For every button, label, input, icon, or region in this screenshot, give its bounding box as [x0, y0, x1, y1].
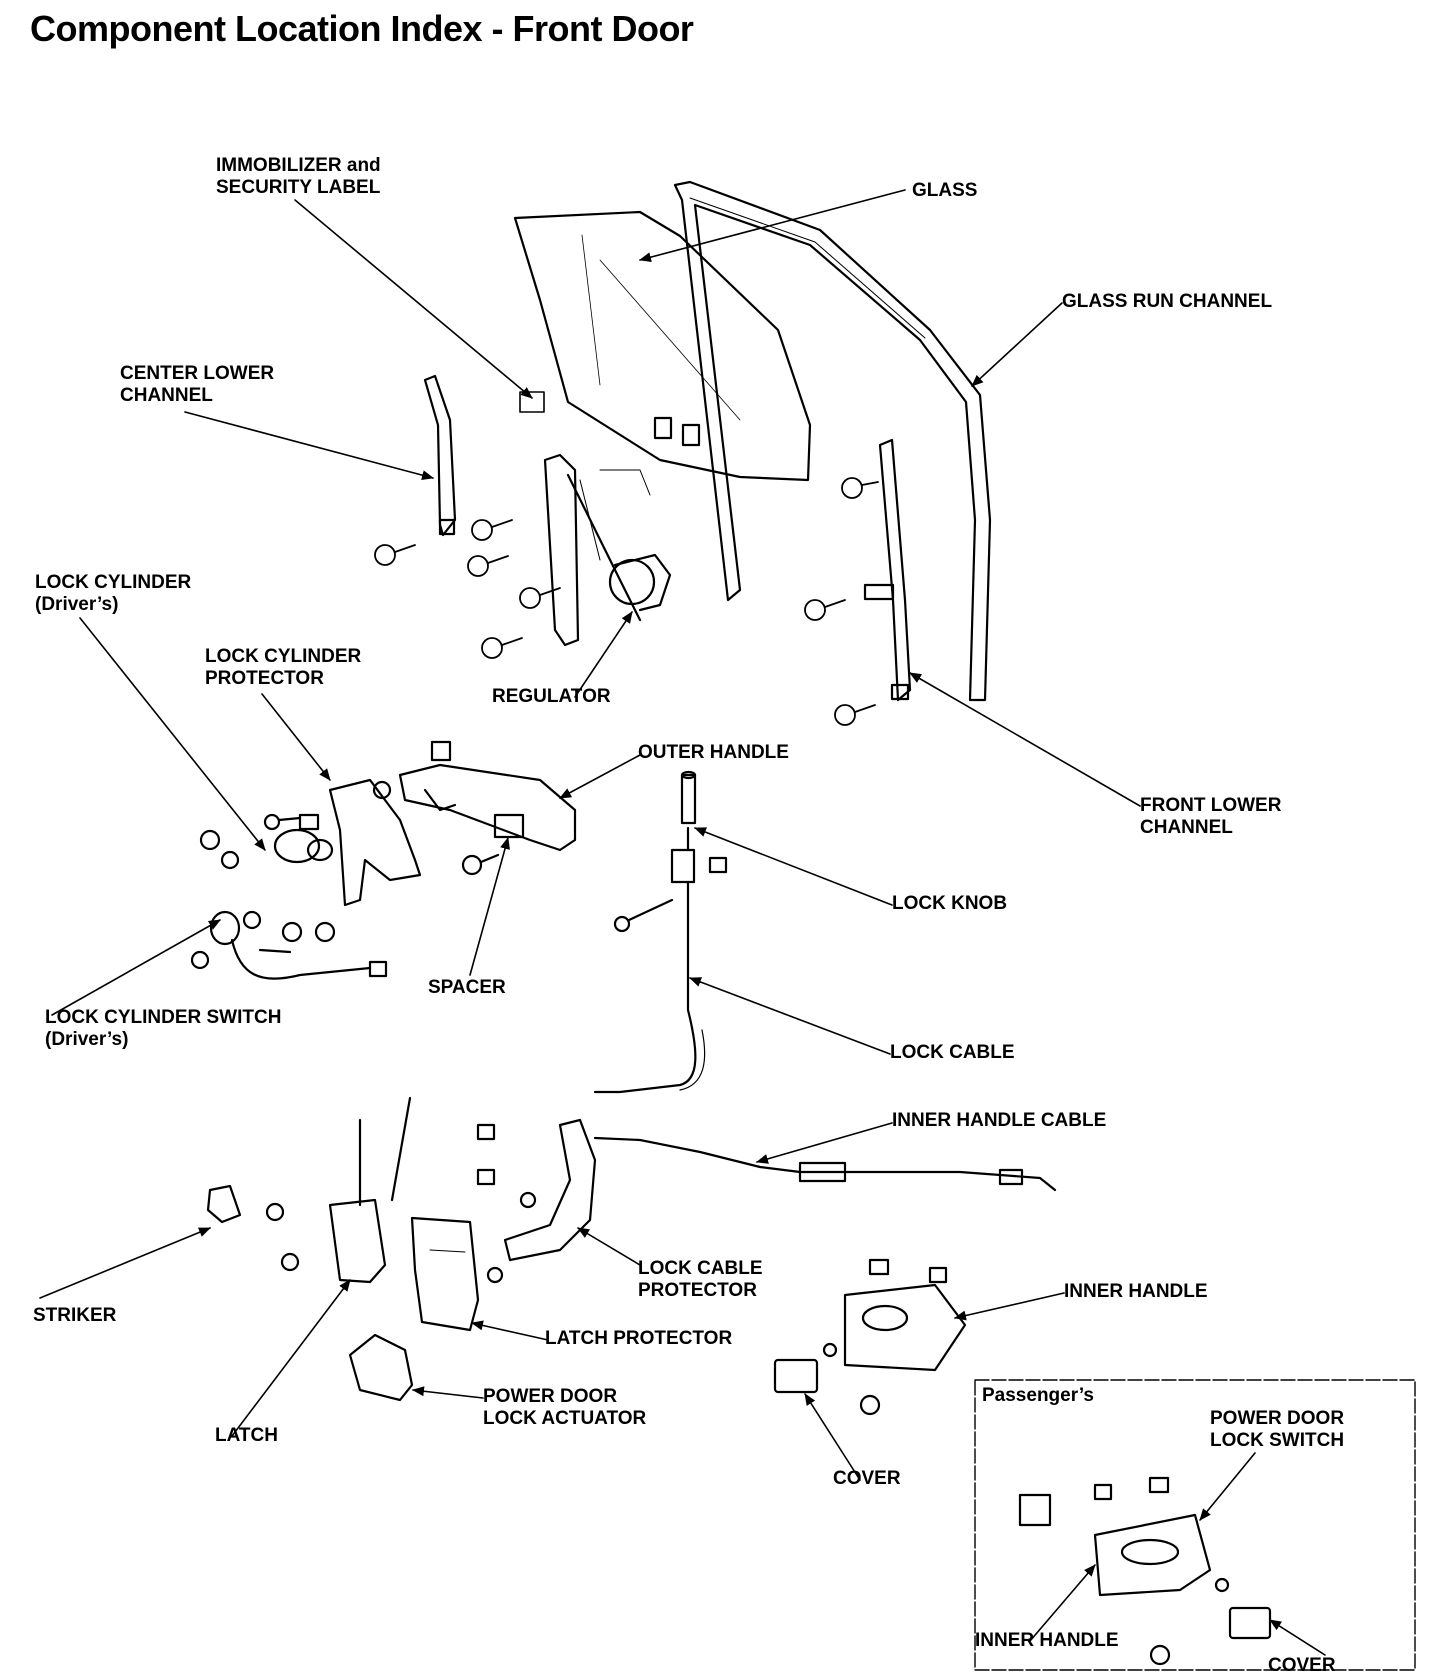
lock-knob-part [680, 770, 697, 825]
latch-protector-part [410, 1216, 480, 1332]
latch-part [280, 1096, 412, 1284]
label-striker: STRIKER [33, 1305, 117, 1326]
power-door-lock-actuator-part [348, 1333, 414, 1402]
spacer-part [461, 813, 525, 876]
label-glass: GLASS [912, 180, 978, 201]
front-lower-channel-part [863, 438, 912, 702]
label-lock-knob: LOCK KNOB [892, 893, 1008, 914]
passenger-inset-title: Passenger’s [982, 1385, 1094, 1406]
passenger-inset-box [974, 1379, 1416, 1671]
label-outer-handle: OUTER HANDLE [638, 742, 789, 763]
cover-part [773, 1358, 819, 1394]
label-regulator: REGULATOR [492, 686, 611, 707]
lock-cable-protector-part [476, 1118, 597, 1284]
label-glass-run-channel: GLASS RUN CHANNEL [1062, 291, 1273, 312]
inner-handle-part [822, 1258, 967, 1416]
immobilizer-label-part [519, 391, 545, 413]
label-passenger-inner-handle: INNER HANDLE [975, 1630, 1119, 1651]
label-passenger-cover: COVER [1268, 1655, 1336, 1676]
center-lower-channel-part [423, 374, 457, 537]
lock-cylinder-part [199, 813, 334, 870]
label-lock-cylinder-switch: LOCK CYLINDER SWITCH(Driver’s) [45, 1007, 282, 1050]
regulator-part [543, 453, 672, 647]
passenger-inner-handle-part [1018, 1476, 1272, 1666]
lock-cable-part [593, 826, 728, 1094]
label-spacer: SPACER [428, 977, 506, 998]
glass-part [513, 210, 812, 482]
glass-run-channel-part [673, 180, 992, 702]
label-lock-cable: LOCK CABLE [890, 1042, 1015, 1063]
bolts [374, 477, 879, 726]
label-lock-cylinder: LOCK CYLINDER(Driver’s) [35, 572, 192, 615]
outer-handle-part [398, 740, 577, 852]
lock-cylinder-protector-part [328, 778, 422, 907]
inner-handle-cable-part [593, 1136, 1057, 1192]
striker-part [206, 1184, 285, 1224]
label-cover: COVER [833, 1468, 901, 1489]
label-latch: LATCH [215, 1425, 278, 1446]
label-latch-protector: LATCH PROTECTOR [545, 1328, 733, 1349]
label-inner-handle-cable: INNER HANDLE CABLE [892, 1110, 1107, 1131]
page-title: Component Location Index - Front Door [30, 8, 694, 49]
label-inner-handle: INNER HANDLE [1064, 1281, 1208, 1302]
lock-cylinder-switch-part [190, 910, 388, 980]
